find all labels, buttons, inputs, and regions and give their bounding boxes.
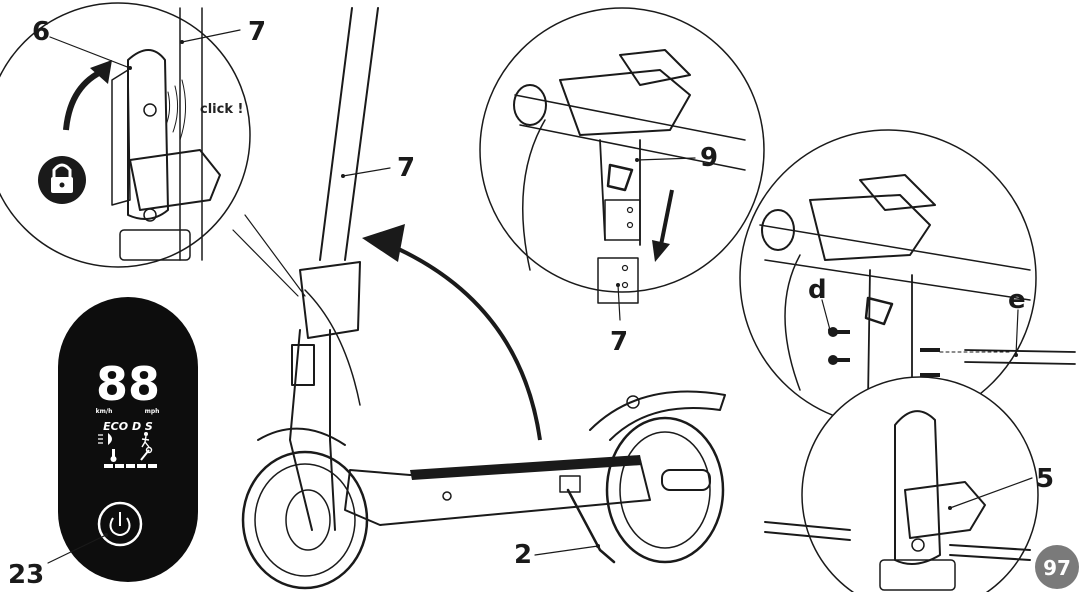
battery-bars (104, 464, 157, 468)
scooter-illustration (241, 7, 726, 590)
wrench-icon (140, 446, 153, 461)
callout-23: 23 (8, 560, 44, 590)
power-icon[interactable] (97, 501, 143, 547)
detail-fold-lock: click ! (0, 2, 306, 297)
click-label: click ! (200, 102, 243, 117)
callout-7-top: 7 (248, 17, 266, 47)
callout-7-stem: 7 (397, 153, 415, 183)
temperature-icon (110, 449, 117, 462)
detail-stem-screws (739, 129, 1076, 427)
walk-icon (141, 432, 150, 448)
callout-d: d (808, 275, 827, 305)
callout-e: e (1008, 285, 1026, 315)
callout-9: 9 (700, 143, 718, 173)
mode-labels: ECO D S (103, 420, 153, 433)
detail-hinge-lock (764, 376, 1039, 592)
speed-digits: 88 (96, 357, 160, 411)
unit-mph: mph (145, 408, 160, 415)
callout-6: 6 (32, 17, 50, 47)
callout-5: 5 (1036, 464, 1054, 494)
unit-kmh: km/h (96, 408, 113, 415)
leader-lines (47, 29, 1033, 564)
page-number: 97 (1043, 556, 1071, 580)
page-number-badge (1035, 545, 1079, 589)
callout-2: 2 (514, 540, 532, 570)
lock-icon (38, 156, 86, 204)
detail-handlebar-stem (479, 7, 765, 304)
callout-7-detail: 7 (610, 327, 628, 357)
headlight-icon (98, 433, 112, 445)
dashboard-display: 88 km/h mph ECO D S (58, 297, 198, 582)
